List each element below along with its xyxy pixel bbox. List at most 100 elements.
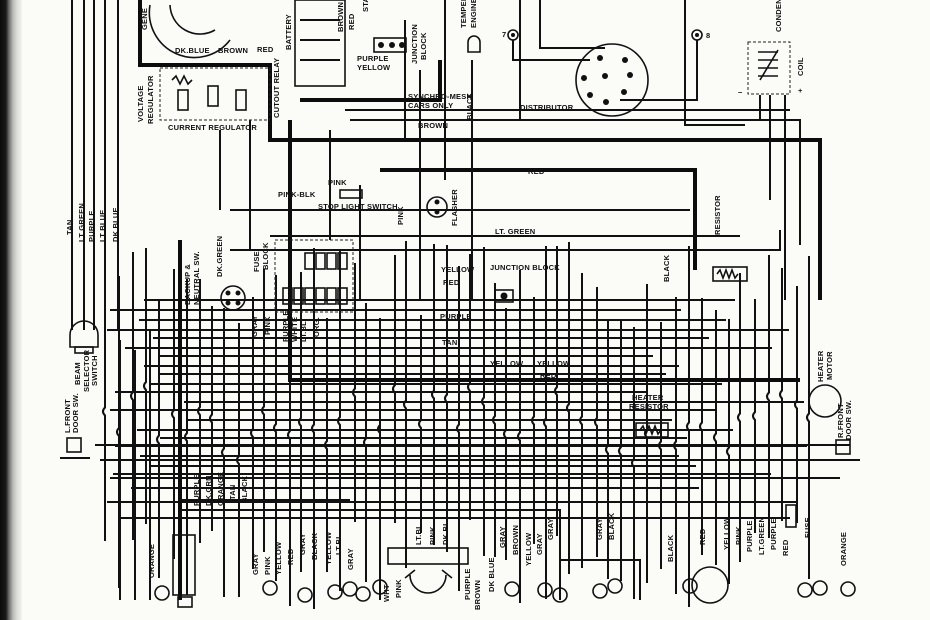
- wire-label: GRAY: [250, 315, 259, 337]
- wire-label: ORG.: [312, 317, 321, 337]
- backup-switch-label: BACKUP &: [183, 264, 192, 305]
- wire-label: PURPLE: [440, 312, 472, 321]
- wire: [713, 310, 717, 565]
- distributor: [575, 43, 649, 117]
- wire: [737, 273, 741, 562]
- wire-label: PURPLE: [357, 54, 389, 63]
- heater-resistor: [635, 422, 669, 438]
- wire-label: GRAY: [498, 526, 507, 548]
- wire: [531, 297, 535, 544]
- wire-label: ORANGE: [147, 544, 156, 578]
- wire: [444, 245, 448, 552]
- wire: [503, 308, 507, 560]
- fuse: [326, 287, 337, 305]
- wire-label: DK BLUE: [111, 207, 120, 242]
- wire-label: YELLOW: [722, 516, 731, 550]
- junction-block-label: JUNCTION BLOCK: [490, 263, 560, 272]
- resistor: [712, 266, 748, 282]
- right-front-door-switch: [835, 439, 851, 455]
- wire: [594, 287, 598, 557]
- bulb-socket: [552, 587, 568, 603]
- wire-label: BROWN: [473, 580, 482, 610]
- heater-motor: [808, 384, 842, 418]
- wire: [492, 283, 496, 557]
- wire: [554, 246, 558, 536]
- wire-label: RED: [781, 539, 790, 556]
- wire-label: RED: [528, 167, 545, 176]
- heater-motor-label: HEATER: [816, 350, 825, 382]
- wire-label: YELLOW: [537, 359, 571, 368]
- wire: [337, 251, 341, 591]
- wire: [467, 254, 471, 520]
- wire-label: GRAY: [346, 548, 355, 570]
- synchro-mesh-note: SYNCHRO-MESH: [408, 92, 472, 101]
- coil-negative: −: [738, 88, 743, 97]
- wire: [392, 255, 396, 523]
- wire: [579, 273, 583, 568]
- wire-label: YELLOW: [274, 541, 283, 575]
- temperature-sender: [467, 35, 481, 53]
- wire-label: BLACK: [607, 512, 616, 540]
- wire-label: LT.BL: [334, 534, 343, 555]
- wire: [684, 0, 745, 126]
- voltage-regulator: [159, 67, 271, 121]
- wire: [794, 286, 798, 523]
- cutout-relay-label: CUTOUT RELAY: [272, 58, 281, 118]
- fuse: [304, 252, 315, 270]
- wire-label: PINK: [263, 556, 272, 575]
- wire: [403, 241, 407, 568]
- junction-block-label: JUNCTION: [410, 24, 419, 64]
- bulb-socket: [327, 584, 343, 600]
- wire: [543, 246, 547, 599]
- wire: [230, 230, 781, 251]
- temperature-label: TEMPER: [459, 0, 468, 28]
- wire-label: GRAY: [251, 553, 260, 575]
- temperature-label: ENGINE: [469, 0, 478, 28]
- wire-label: BLACK: [666, 534, 675, 562]
- bulb-socket: [297, 587, 313, 603]
- fuse: [304, 287, 315, 305]
- battery-label: BATTERY: [284, 14, 293, 50]
- ignition-switch: [387, 547, 469, 594]
- wire: [620, 40, 698, 101]
- backup-switch-label: NEUTRAL SW.: [192, 251, 201, 305]
- terminal-number: 7: [502, 30, 506, 39]
- wire-label: BLACK: [310, 532, 319, 560]
- wire-label: LT.GREEN: [757, 517, 766, 555]
- wire-label: PINK: [396, 206, 405, 225]
- fuse: [315, 287, 326, 305]
- wire-label: BLACK: [465, 92, 474, 120]
- r-front-door-switch-label: DOOR SW.: [844, 400, 853, 440]
- fuse: [326, 252, 337, 270]
- wire-label: YELLOW: [357, 63, 391, 72]
- heater-resistor-label: HEATER: [632, 393, 664, 402]
- coil-positive: +: [798, 86, 803, 95]
- battery: [294, 0, 346, 87]
- voltage-regulator-label: VOLTAGE: [136, 85, 145, 122]
- distributor-label: DISTRIBUTOR: [520, 103, 574, 112]
- fuse: [293, 287, 304, 305]
- wire: [380, 168, 697, 270]
- resistor-label: RESISTOR: [713, 195, 722, 235]
- wire-label: LT. GREEN: [495, 227, 535, 236]
- fuse-block-label: FUSE: [252, 251, 261, 272]
- wire: [618, 321, 622, 581]
- wire-label: PURPLE: [87, 210, 96, 242]
- current-regulator-label: CURRENT REGULATOR: [168, 123, 257, 132]
- bulb-socket: [592, 583, 608, 599]
- wire-label: BLACK: [240, 475, 249, 503]
- spark-plug-terminals: [507, 29, 703, 41]
- wire-label: PURPLE: [281, 310, 290, 342]
- fuse-inline: [785, 504, 797, 528]
- headlight-switch: [691, 566, 729, 604]
- wire-label: RED: [698, 528, 707, 545]
- voltage-regulator-label: REGULATOR: [146, 75, 155, 124]
- fuse: [315, 252, 326, 270]
- wire: [686, 246, 690, 607]
- wire-label: PINK: [394, 579, 403, 598]
- flasher: [426, 196, 448, 218]
- bulb-socket: [355, 586, 371, 602]
- beam-selector-label: BEAM: [73, 362, 82, 385]
- wire-label: GRAY: [298, 533, 307, 555]
